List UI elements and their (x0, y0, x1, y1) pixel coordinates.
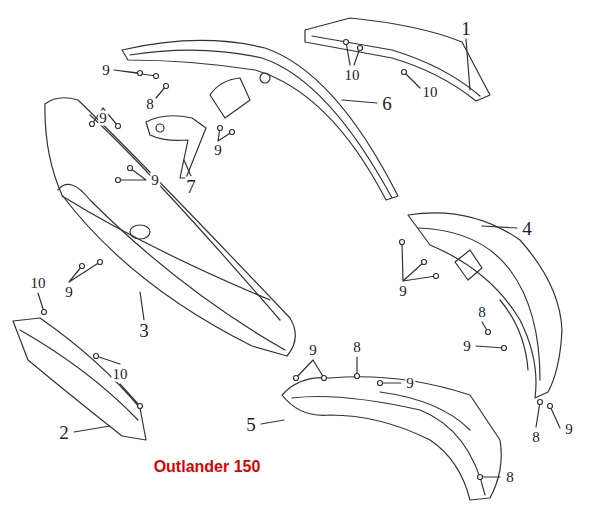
callout-number: 9 (101, 63, 111, 78)
callout-number: 10 (112, 367, 129, 382)
callout-number: 9 (64, 285, 74, 300)
callout-number: 10 (30, 276, 47, 291)
part-number: 5 (245, 415, 257, 434)
part-number: 4 (521, 219, 533, 238)
part-number: 3 (138, 321, 150, 340)
callout-number: 10 (422, 85, 439, 100)
callout-number: 9 (462, 339, 472, 354)
callout-number: 8 (505, 470, 515, 485)
part-number: 6 (381, 94, 393, 113)
callout-number: 9 (564, 422, 574, 437)
part-number: 2 (58, 423, 70, 442)
callout-number: 8 (531, 430, 541, 445)
callout-number: 8 (352, 340, 362, 355)
part-number: 1 (460, 19, 472, 38)
callout-number: 9 (150, 173, 160, 188)
callout-number: 10 (344, 68, 361, 83)
model-title: Outlander 150 (153, 459, 262, 475)
callout-number: 9 (98, 111, 108, 126)
callout-number: 8 (145, 97, 155, 112)
callout-number: 9 (398, 284, 408, 299)
part-number: 7 (185, 177, 197, 196)
callout-number: 9 (213, 143, 223, 158)
callout-number: 9 (308, 343, 318, 358)
callout-number: 9 (405, 376, 415, 391)
callout-number: 8 (477, 305, 487, 320)
